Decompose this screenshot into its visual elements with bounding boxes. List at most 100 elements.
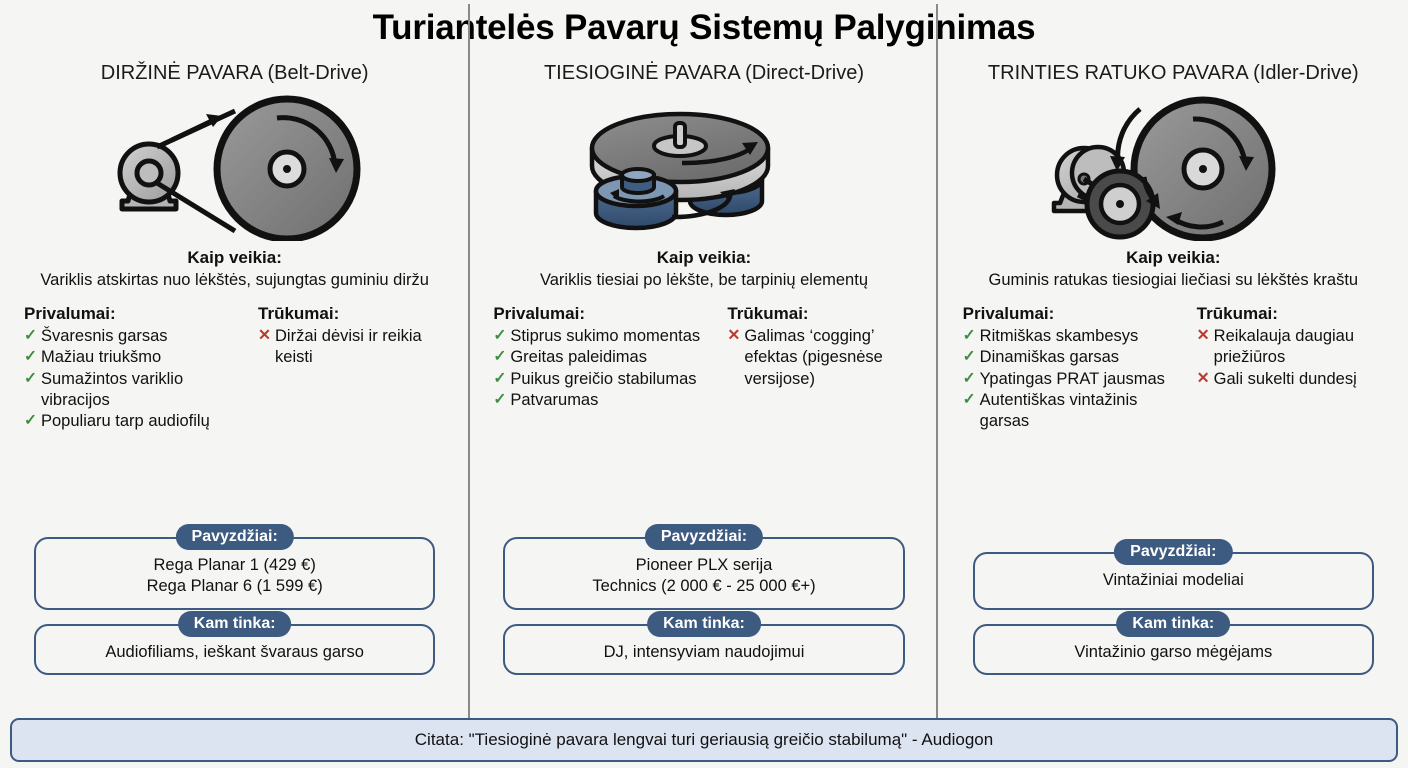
cons-item-text: Reikalauja daugiau priežiūros xyxy=(1213,326,1355,367)
examples-badge: Pavyzdžiai: xyxy=(175,523,294,551)
list-item: ✕ Gali sukelti dundesį xyxy=(1197,369,1384,390)
boxes-belt-drive: Pavyzdžiai: Rega Planar 1 (429 €) Rega P… xyxy=(14,523,455,679)
column-belt-drive: DIRŽINĖ PAVARA (Belt-Drive) xyxy=(0,54,469,679)
examples-line: Rega Planar 6 (1 599 €) xyxy=(146,577,323,596)
cross-icon: ✕ xyxy=(258,326,272,344)
suited-line: DJ, intensyviam naudojimui xyxy=(603,642,805,661)
list-item: ✓ Greitas paleidimas xyxy=(493,347,721,368)
cross-icon: ✕ xyxy=(1196,326,1210,344)
pros-item-text: Ritmiškas skambesys xyxy=(979,326,1139,345)
column-header-idler-drive: TRINTIES RATUKO PAVARA (Idler-Drive) xyxy=(987,62,1359,84)
suited-line: Audiofiliams, ieškant švaraus garso xyxy=(105,642,364,661)
check-icon: ✓ xyxy=(962,348,976,366)
examples-line: Pioneer PLX serija xyxy=(635,555,773,574)
proscons-direct-drive: Privalumai: ✓ Stiprus sukimo momentas ✓ … xyxy=(483,304,924,444)
proscons-idler-drive: Privalumai: ✓ Ritmiškas skambesys ✓ Dina… xyxy=(953,304,1394,444)
pros-item-text: Greitas paleidimas xyxy=(510,348,647,367)
column-header-direct-drive: TIESIOGINĖ PAVARA (Direct-Drive) xyxy=(543,62,865,84)
suited-line: Vintažinio garso mėgėjams xyxy=(1074,642,1273,661)
howto-text: Guminis ratukas tiesiogiai liečiasi su l… xyxy=(988,271,1359,289)
suited-box: Kam tinka: Audiofiliams, ieškant švaraus… xyxy=(34,610,436,675)
cons-item-text: Gali sukelti dundesį xyxy=(1213,369,1357,388)
pros-list: ✓ Stiprus sukimo momentas ✓ Greitas pale… xyxy=(493,326,721,412)
column-header-belt-drive: DIRŽINĖ PAVARA (Belt-Drive) xyxy=(100,62,369,84)
list-item: ✓ Dinamiškas garsas xyxy=(963,347,1191,368)
cons-title: Trūkumai: xyxy=(1196,303,1278,323)
cons-item-text: Diržai dėvisi ir reikia keisti xyxy=(275,326,422,367)
column-divider-1 xyxy=(468,4,470,758)
cons-title: Trūkumai: xyxy=(258,303,340,323)
pros-item-text: Ypatingas PRAT jausmas xyxy=(979,369,1165,388)
suited-box: Kam tinka: DJ, intensyviam naudojimui xyxy=(503,610,905,675)
examples-line: Vintažiniai modeliai xyxy=(1102,570,1244,589)
cross-icon: ✕ xyxy=(1196,369,1210,387)
comparison-columns: DIRŽINĖ PAVARA (Belt-Drive) xyxy=(0,4,1408,758)
pros-list: ✓ Švaresnis garsas ✓ Mažiau triukšmo ✓ S… xyxy=(24,326,252,433)
cons-title: Trūkumai: xyxy=(727,303,809,323)
howto-direct-drive: Kaip veikia: Variklis tiesiai po lėkšte,… xyxy=(483,248,924,291)
citation-bar: Citata: "Tiesioginė pavara lengvai turi … xyxy=(10,718,1398,762)
pros-item-text: Švaresnis garsas xyxy=(41,326,168,345)
examples-badge: Pavyzdžiai: xyxy=(644,523,764,551)
pros-item-text: Stiprus sukimo momentas xyxy=(510,326,701,345)
cons-block: Trūkumai: ✕ Galimas ‘cogging’ efektas (p… xyxy=(727,304,914,390)
examples-line: Rega Planar 1 (429 €) xyxy=(153,555,316,574)
pros-item-text: Mažiau triukšmo xyxy=(41,348,162,367)
howto-title: Kaip veikia: xyxy=(656,248,752,267)
pros-item-text: Sumažintos variklio vibracijos xyxy=(41,369,184,409)
list-item: ✓ Patvarumas xyxy=(493,390,721,411)
column-idler-drive: TRINTIES RATUKO PAVARA (Idler-Drive) xyxy=(939,54,1408,679)
list-item: ✓ Populiaru tarp audiofilų xyxy=(24,411,252,432)
list-item: ✓ Ritmiškas skambesys xyxy=(963,326,1191,347)
pros-block: Privalumai: ✓ Stiprus sukimo momentas ✓ … xyxy=(493,304,721,412)
examples-box: Pavyzdžiai: Vintažiniai modeliai xyxy=(972,538,1374,610)
examples-box: Pavyzdžiai: Pioneer PLX serija Technics … xyxy=(503,523,905,610)
citation-text: Citata: "Tiesioginė pavara lengvai turi … xyxy=(414,730,994,749)
list-item: ✓ Puikus greičio stabilumas xyxy=(493,369,721,390)
check-icon: ✓ xyxy=(24,326,37,344)
check-icon: ✓ xyxy=(24,348,37,366)
list-item: ✓ Autentiškas vintažinis garsas xyxy=(963,390,1191,433)
pros-item-text: Autentiškas vintažinis garsas xyxy=(979,390,1138,431)
pros-title: Privalumai: xyxy=(962,303,1055,323)
pros-item-text: Dinamiškas garsas xyxy=(979,348,1120,367)
suited-badge: Kam tinka: xyxy=(647,610,761,638)
page-title: Turiantelės Pavarų Sistemų Palyginimas xyxy=(372,8,1036,47)
howto-title: Kaip veikia: xyxy=(187,248,282,267)
check-icon: ✓ xyxy=(962,369,976,387)
howto-title: Kaip veikia: xyxy=(1126,248,1221,267)
idler-drive-diagram xyxy=(953,90,1394,242)
pros-title: Privalumai: xyxy=(24,303,116,323)
list-item: ✓ Mažiau triukšmo xyxy=(24,347,252,368)
cons-list: ✕ Galimas ‘cogging’ efektas (pigesnėse v… xyxy=(727,326,914,390)
column-divider-2 xyxy=(936,4,938,758)
pros-block: Privalumai: ✓ Švaresnis garsas ✓ Mažiau … xyxy=(24,304,252,433)
pros-block: Privalumai: ✓ Ritmiškas skambesys ✓ Dina… xyxy=(963,304,1191,433)
check-icon: ✓ xyxy=(962,326,976,344)
cons-list: ✕ Diržai dėvisi ir reikia keisti xyxy=(258,326,445,369)
list-item: ✕ Galimas ‘cogging’ efektas (pigesnėse v… xyxy=(727,326,914,390)
pros-list: ✓ Ritmiškas skambesys ✓ Dinamiškas garsa… xyxy=(963,326,1191,433)
boxes-idler-drive: Pavyzdžiai: Vintažiniai modeliai Kam tin… xyxy=(953,538,1394,679)
check-icon: ✓ xyxy=(493,348,507,366)
cons-list: ✕ Reikalauja daugiau priežiūros ✕ Gali s… xyxy=(1197,326,1384,390)
cross-icon: ✕ xyxy=(727,326,741,344)
suited-badge: Kam tinka: xyxy=(1116,610,1231,638)
boxes-direct-drive: Pavyzdžiai: Pioneer PLX serija Technics … xyxy=(483,523,924,679)
howto-text: Variklis atskirtas nuo lėkštės, sujungta… xyxy=(40,271,429,289)
cons-block: Trūkumai: ✕ Diržai dėvisi ir reikia keis… xyxy=(258,304,445,369)
belt-drive-diagram xyxy=(14,90,455,242)
pros-title: Privalumai: xyxy=(493,303,585,323)
howto-idler-drive: Kaip veikia: Guminis ratukas tiesiogiai … xyxy=(953,248,1394,291)
pros-item-text: Patvarumas xyxy=(510,390,599,409)
suited-badge: Kam tinka: xyxy=(177,610,292,638)
list-item: ✓ Švaresnis garsas xyxy=(24,326,252,347)
direct-drive-diagram xyxy=(483,90,924,242)
column-direct-drive: TIESIOGINĖ PAVARA (Direct-Drive) xyxy=(469,54,938,679)
howto-belt-drive: Kaip veikia: Variklis atskirtas nuo lėkš… xyxy=(14,248,455,291)
examples-box: Pavyzdžiai: Rega Planar 1 (429 €) Rega P… xyxy=(34,523,436,610)
check-icon: ✓ xyxy=(493,326,507,344)
examples-line: Technics (2 000 € - 25 000 €+) xyxy=(592,577,816,596)
check-icon: ✓ xyxy=(24,369,37,387)
list-item: ✕ Reikalauja daugiau priežiūros xyxy=(1197,326,1384,369)
